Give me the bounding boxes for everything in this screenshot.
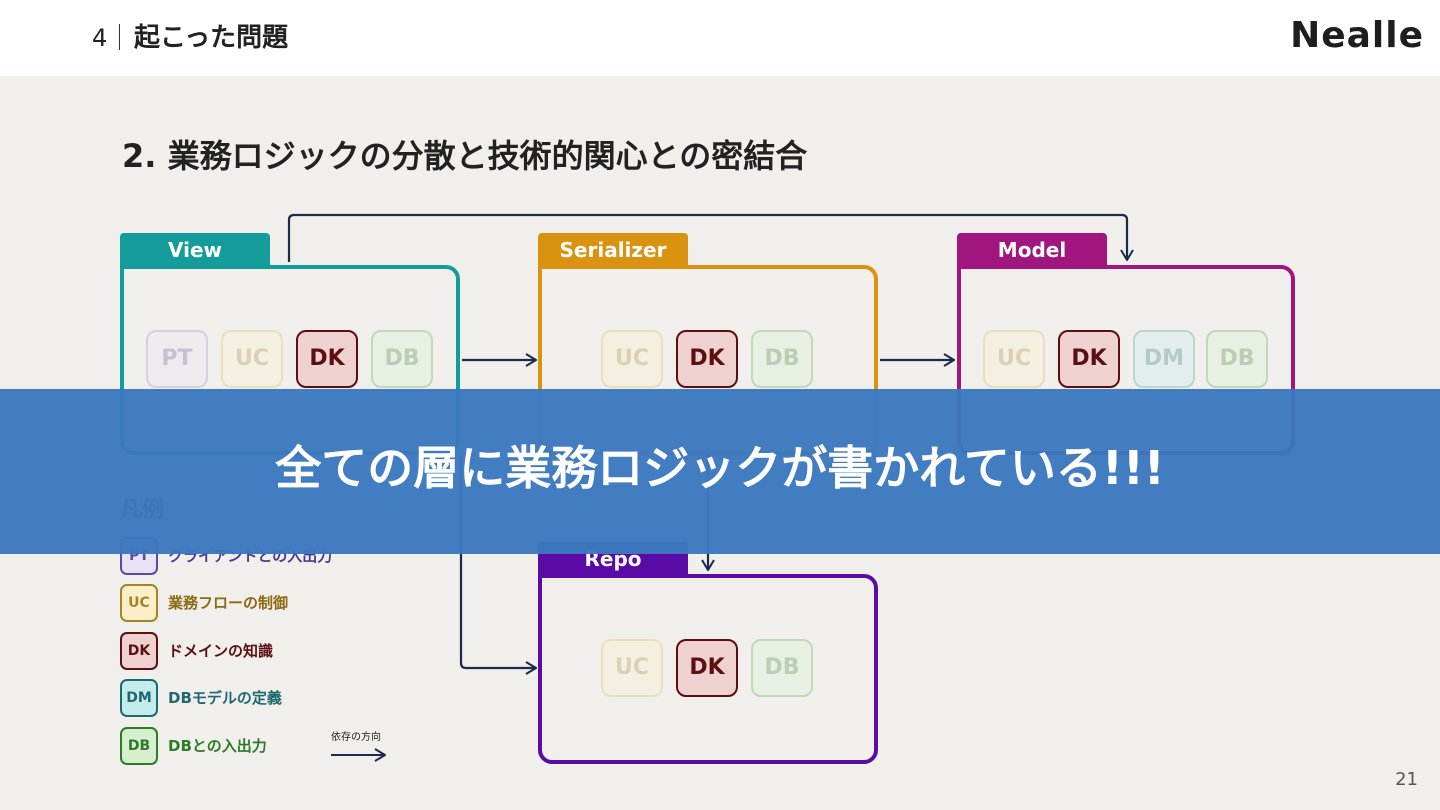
section-number: 4: [92, 24, 108, 52]
legend-text-uc: 業務フローの制御: [168, 594, 289, 612]
dependency-direction-label: 依存の方向: [331, 732, 381, 743]
legend-text-dk: ドメインの知識: [168, 642, 274, 660]
repo-chip-db: DB: [751, 639, 813, 697]
serializer-chip-dk: DK: [676, 330, 738, 388]
layer-model-tab: Model: [957, 233, 1107, 267]
legend-chip-uc: UC: [120, 584, 158, 622]
legend-text-db: DBとの入出力: [168, 737, 267, 755]
brand-logo: Nealle: [1290, 15, 1424, 56]
header-bar: 4 起こった問題 Nealle: [0, 0, 1440, 76]
repo-chip-uc: UC: [601, 639, 663, 697]
layer-serializer-tab: Serializer: [538, 233, 688, 267]
repo-chip-dk: DK: [676, 639, 738, 697]
section-title: 起こった問題: [134, 23, 289, 53]
legend-chip-dk: DK: [120, 632, 158, 670]
view-chip-pt: PT: [146, 330, 208, 388]
view-chip-dk: DK: [296, 330, 358, 388]
model-chip-uc: UC: [983, 330, 1045, 388]
arrow-view-to-repo: [459, 455, 536, 668]
view-chip-uc: UC: [221, 330, 283, 388]
model-chip-dm: DM: [1133, 330, 1195, 388]
section-divider: [119, 24, 120, 50]
legend-chip-db: DB: [120, 727, 158, 765]
legend-text-dm: DBモデルの定義: [168, 689, 282, 707]
banner-text: 全ての層に業務ロジックが書かれている!!!: [275, 441, 1165, 495]
model-chip-db: DB: [1206, 330, 1268, 388]
serializer-chip-uc: UC: [601, 330, 663, 388]
model-chip-dk: DK: [1058, 330, 1120, 388]
highlight-banner: [0, 389, 1440, 554]
legend-chip-dm: DM: [120, 679, 158, 717]
page-number: 21: [1395, 769, 1418, 790]
layer-view-tab: View: [120, 233, 270, 267]
view-chip-db: DB: [371, 330, 433, 388]
serializer-chip-db: DB: [751, 330, 813, 388]
layer-repo: Repo UC DK DB: [538, 542, 878, 764]
slide-title: 2. 業務ロジックの分散と技術的関心との密結合: [122, 137, 808, 175]
arrow-view-to-model: [287, 213, 1127, 262]
